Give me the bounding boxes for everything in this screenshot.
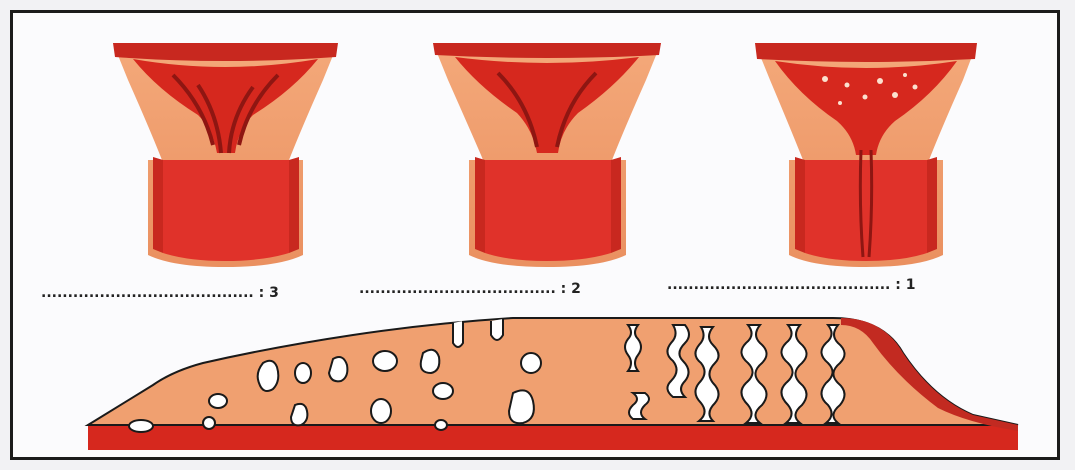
label-3: ........................................… <box>41 285 279 301</box>
uterus-endometrium-diagram <box>13 13 1063 463</box>
uterus-section-1 <box>755 43 977 267</box>
basal-layer <box>88 425 1018 450</box>
uterus-top-lining <box>113 43 338 61</box>
uterus-section-3 <box>113 43 338 267</box>
label-2: ..................................... : … <box>359 281 581 297</box>
surface-indent-1 <box>453 321 463 347</box>
uterus-top-lining <box>433 43 661 58</box>
surface-indent-2 <box>491 319 503 340</box>
cervix <box>805 160 927 261</box>
endometrium-section <box>88 318 1018 450</box>
uterus-section-2 <box>433 43 661 267</box>
cervix <box>163 160 289 261</box>
diagram-frame: ........................................… <box>10 10 1060 460</box>
label-1: ........................................… <box>667 277 915 293</box>
cervix <box>485 160 611 261</box>
uterus-top-lining <box>755 43 977 62</box>
